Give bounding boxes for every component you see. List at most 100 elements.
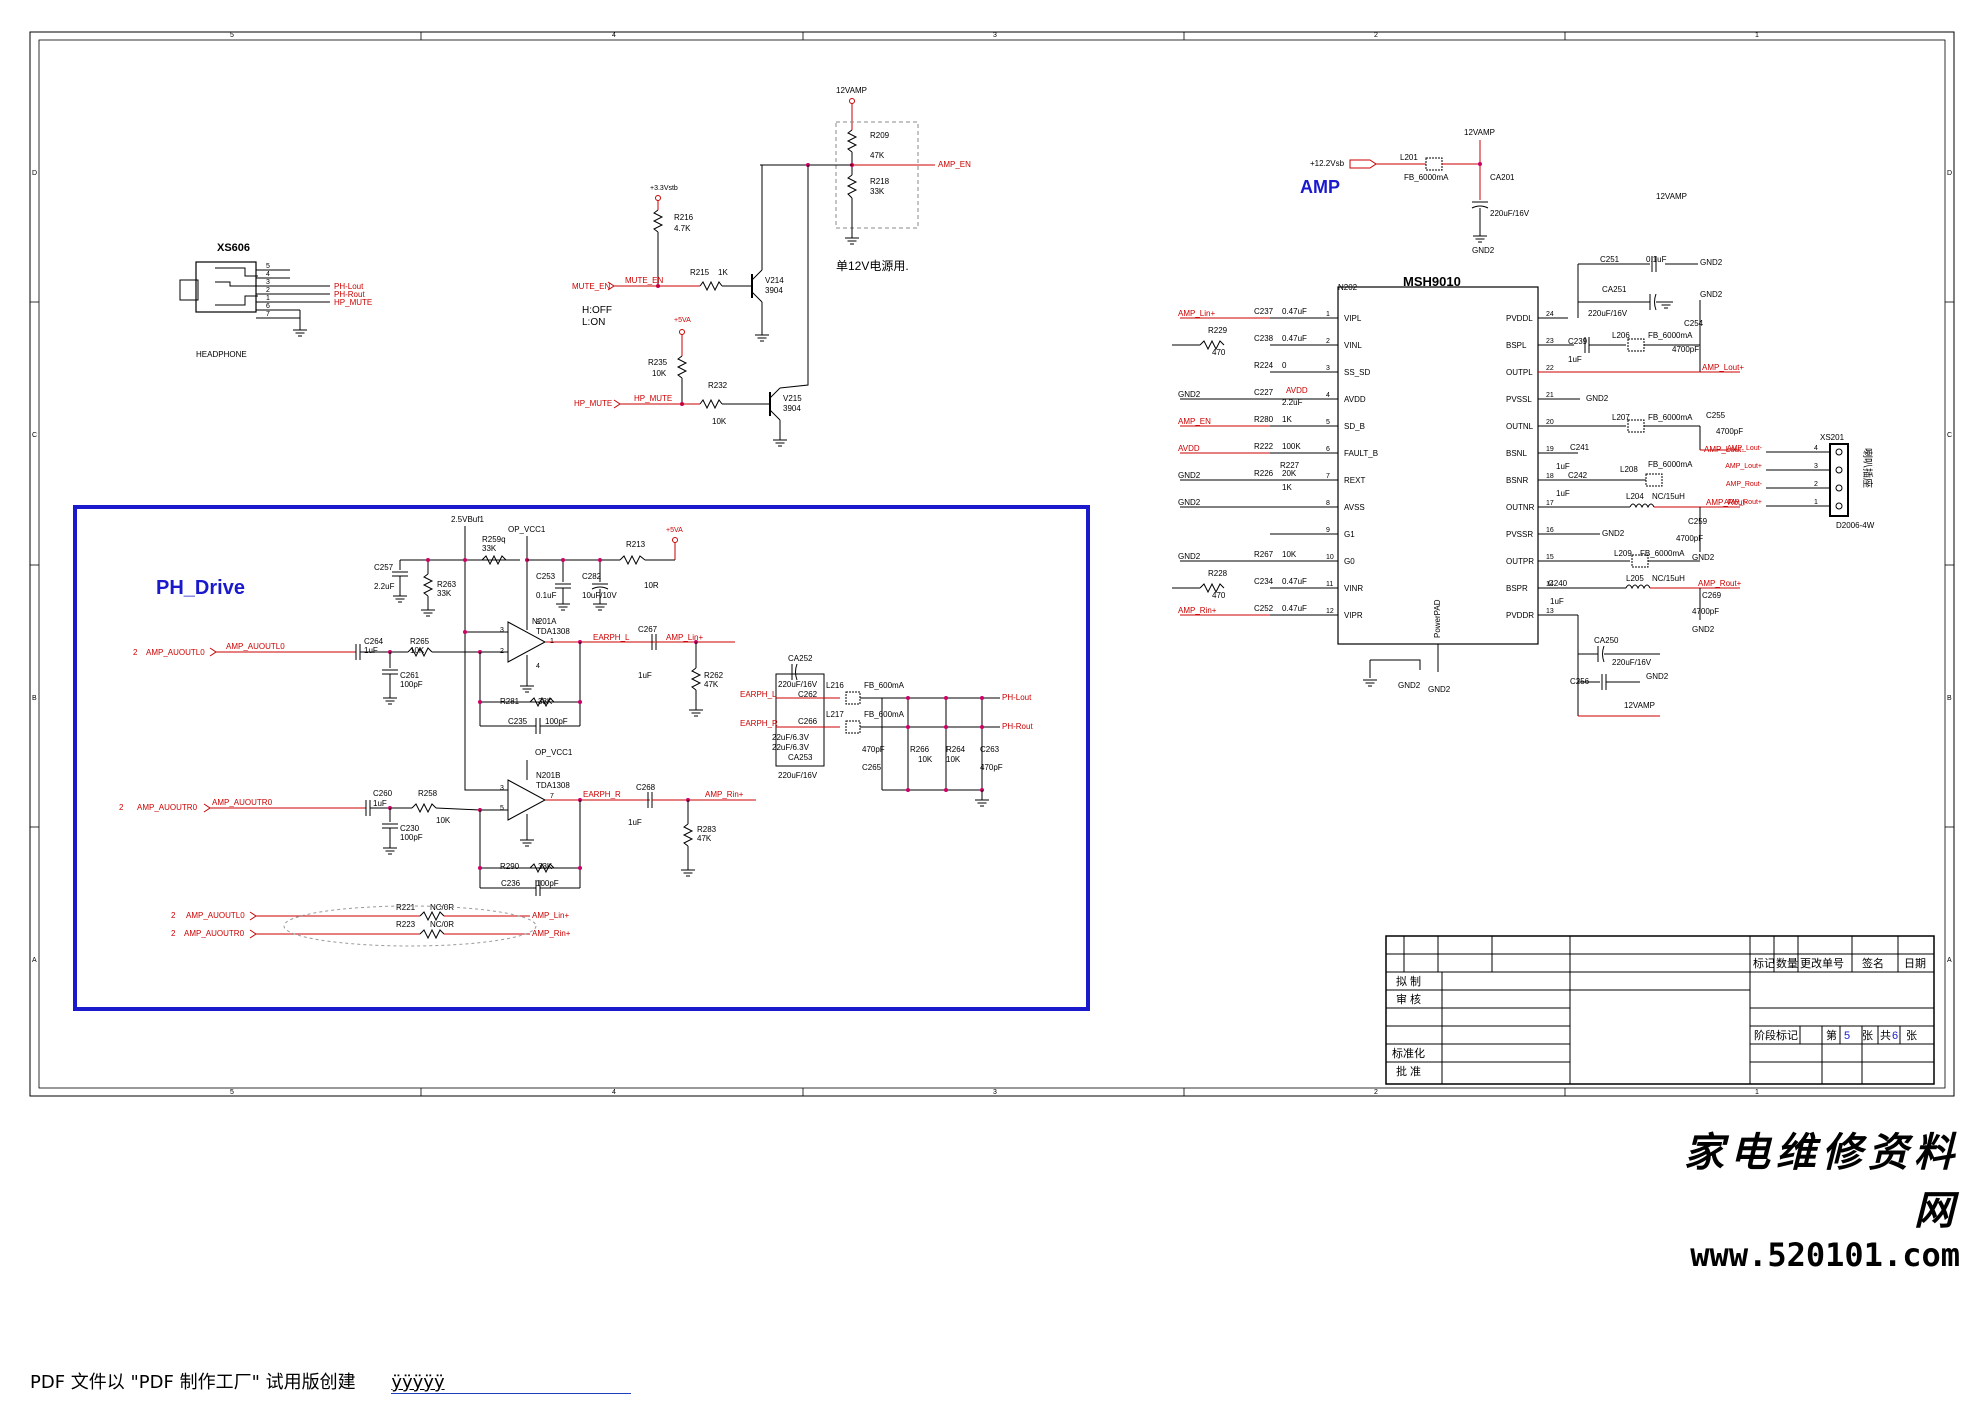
c230-val: 100pF [400,833,423,842]
tb-h-mark: 标记 [1753,956,1775,970]
l204-ref: L204 [1626,492,1644,501]
r259-ref: R259q [482,535,506,544]
r218-val: 33K [870,187,885,196]
in-r-label: AMP_AUOUTR0 [137,803,198,812]
c253-ref: C253 [536,572,556,581]
c267-ref: C267 [638,625,658,634]
amp-left-val: 1K [1282,415,1292,424]
amp-rin-net: AMP_Rin+ [705,790,744,799]
row-label-c: C [32,432,37,439]
c260-ref: C260 [373,789,393,798]
mute-en-input: MUTE_EN [572,282,610,291]
xs201-pin-num: 1 [1814,499,1818,506]
ic-right-pin-num: 19 [1546,446,1554,453]
n201b-pin-3: 3 [500,785,504,792]
amp-left-extra: AVDD [1286,386,1308,395]
row-label-b: B [32,695,37,702]
r264-ref: R264 [946,745,966,754]
amp-left-val: 0.47uF [1282,334,1307,343]
xs201-val: D2006-4W [1836,521,1875,530]
r283-val: 47K [697,834,712,843]
r259-val: 33K [482,544,497,553]
c264-val: 1uF [364,646,378,655]
ic-left-pin-name: VIPR [1344,611,1363,620]
ic-left-pin-name: VIPL [1344,314,1362,323]
amp-12vamp: 12VAMP [1464,128,1495,137]
ic-right-pin-num: 18 [1546,473,1554,480]
ph-5va: +5VA [666,527,683,534]
l216-val: FB_600mA [864,681,905,690]
l217-ref: L217 [826,710,844,719]
ic-left-pin-num: 5 [1326,419,1330,426]
xs606-net-ph-rout: PH-Rout [334,290,365,299]
amp-left-ref: R224 [1254,361,1274,370]
c260-val: 1uF [373,799,387,808]
l207-val: FB_6000mA [1648,413,1693,422]
amp-left-net: AMP_Lin+ [1178,309,1215,318]
n201b-ref: N201B [536,771,560,780]
r221-ref: R221 [396,903,416,912]
c256-gnd: GND2 [1646,672,1669,681]
xs201-pin-net: AMP_Lout+ [1725,463,1762,470]
xs201-pin-num: 3 [1814,463,1818,470]
row-label-a: A [32,957,37,964]
n201a-ref: N201A [532,617,557,626]
ic-left-pin-num: 2 [1326,338,1330,345]
xs606-ref: XS606 [217,242,250,254]
net-amp-rout-n: AMP_Rout- [1706,498,1748,507]
c259-gnd: GND2 [1692,553,1715,562]
ph-drive-section: PH_Drive 2.5VBuf1 OP_VCC1 +5VA C257 2.2u… [73,505,1090,1011]
pvssl-gnd: GND2 [1586,394,1609,403]
row-label-a-r: A [1947,957,1952,964]
c254-gnd: GND2 [1700,290,1723,299]
col-label-1: 1 [1755,32,1759,39]
mute-5va: +5VA [674,317,691,324]
r263-val: 33K [437,589,452,598]
ic-name: MSH9010 [1403,274,1461,289]
tb-stage: 阶段标记 [1754,1028,1798,1042]
in-l-net: AMP_AUOUTL0 [226,642,285,651]
c267-val: 1uF [638,671,652,680]
amp-left-ref: R222 [1254,442,1274,451]
amp-left-r-val: 470 [1212,591,1226,600]
ca253-val: 220uF/16V [778,771,818,780]
r215-ref: R215 [690,268,710,277]
c236-ref: C236 [501,879,521,888]
l207-ref: L207 [1612,413,1630,422]
c239-val: 1uF [1568,355,1582,364]
c253-val: 0.1uF [536,591,557,600]
v215-ref: V215 [783,394,802,403]
pdf-footer-fill: ÿÿÿÿÿ [391,1372,632,1394]
c269-gnd: GND2 [1692,625,1715,634]
r232-ref: R232 [708,381,728,390]
n201b-val: TDA1308 [536,781,570,790]
tb-h-sign: 签名 [1862,956,1884,970]
l217-val: FB_600mA [864,710,905,719]
ic-right-pin-num: 14 [1546,581,1554,588]
l204-val: NC/15uH [1652,492,1685,501]
amp-12vsb: +12.2Vsb [1310,159,1345,168]
net-amp-rout-p: AMP_Rout+ [1698,579,1742,588]
l205-val: NC/15uH [1652,574,1685,583]
ic-ref: N202 [1338,283,1358,292]
c239-ref: C239 [1568,337,1588,346]
col-label-1-b: 1 [1755,1089,1759,1096]
xs606-net-hp-mute: HP_MUTE [334,298,372,307]
n201b-pin-5: 5 [500,805,504,812]
xs606-pin-3: 3 [266,279,270,286]
ic-right-pin-num: 13 [1546,608,1554,615]
amp-left-r-ref: R228 [1208,569,1228,578]
c259-val: 4700pF [1676,534,1703,543]
hp-mute-net: HP_MUTE [634,394,672,403]
in-r-net: AMP_AUOUTR0 [212,798,273,807]
amp-left-val: 10K [1282,550,1297,559]
amp-left-net: GND2 [1178,390,1201,399]
c251-gnd: GND2 [1700,258,1723,267]
r258-ref: R258 [418,789,438,798]
ic-right-pin-name: OUTPL [1506,368,1533,377]
c263-val: 470pF [980,763,1003,772]
tb-r-draft: 拟 制 [1396,974,1421,988]
amp-left-r-val: 470 [1212,348,1226,357]
c265-ref: C265 [862,763,882,772]
row-label-d: D [32,170,37,177]
